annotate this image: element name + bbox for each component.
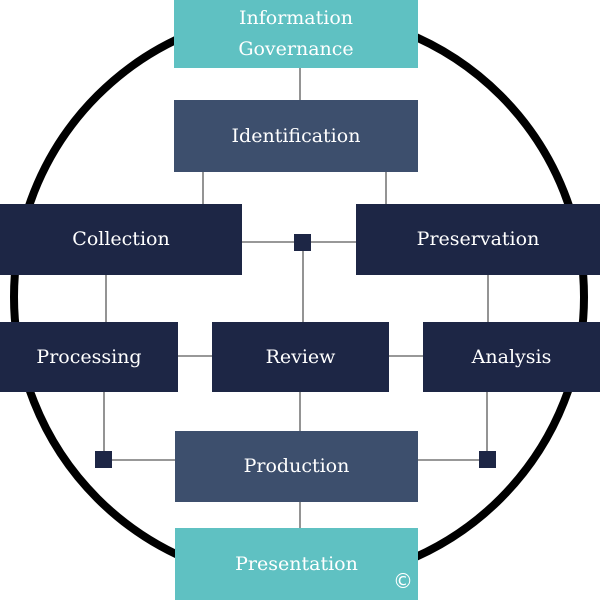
stage-preservation: Preservation bbox=[356, 204, 600, 275]
hub-node-right bbox=[479, 451, 496, 468]
stage-processing: Processing bbox=[0, 322, 178, 392]
stage-label: Production bbox=[243, 455, 350, 477]
stage-label: Presentation bbox=[235, 552, 358, 575]
hub-node-center bbox=[294, 234, 311, 251]
stage-collection: Collection bbox=[0, 204, 242, 275]
stage-label: Analysis bbox=[471, 345, 552, 368]
stage-review: Review bbox=[212, 322, 389, 392]
stage-label: Review bbox=[265, 345, 336, 368]
stage-label: Information Governance bbox=[238, 7, 354, 60]
hub-node-left bbox=[95, 451, 112, 468]
stage-label: Processing bbox=[36, 345, 142, 368]
stage-presentation: Presentation bbox=[175, 528, 418, 600]
stage-information-governance: Information Governance bbox=[174, 0, 418, 68]
copyright-symbol: © bbox=[393, 569, 413, 593]
stage-analysis: Analysis bbox=[423, 322, 600, 392]
stage-identification: Identification bbox=[174, 100, 418, 172]
stage-production: Production bbox=[175, 431, 418, 502]
stage-label: Preservation bbox=[416, 228, 540, 250]
stage-label: Collection bbox=[72, 228, 170, 250]
stage-label: Identification bbox=[231, 124, 361, 147]
